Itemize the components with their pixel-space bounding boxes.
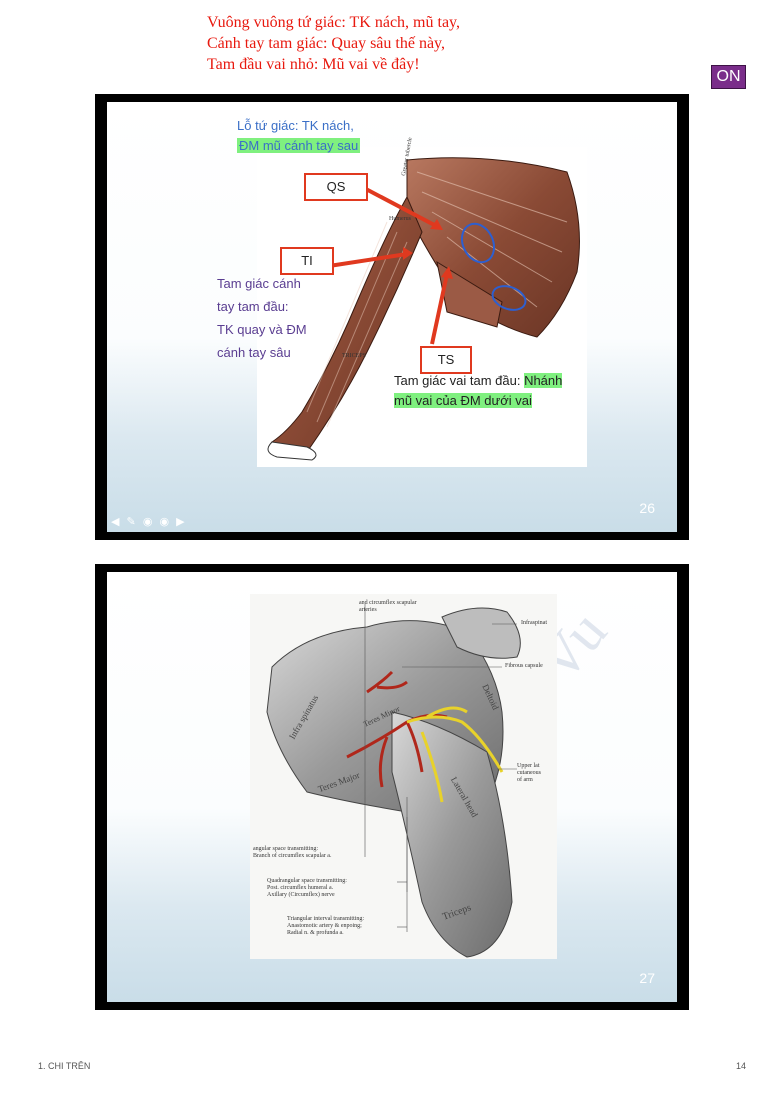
box-qs: QS [304,173,368,201]
label-fibrous: Fibrous capsule [505,663,543,669]
triangular-space-label: Tam giác vai tam đầu: Nhánh mũ vai của Đ… [394,371,563,411]
zoom-icon[interactable]: ◉ [159,516,172,528]
upper-lat-3: of arm [517,777,533,783]
purple-line-3: TK quay và ĐM [217,322,307,337]
triangular-interval-label: Tam giác cánh tay tam đầu: TK quay và ĐM… [217,272,307,364]
mnemonic-line-3: Tam đầu vai nhỏ: Mũ vai về đây! [207,56,420,73]
label-top: and circumflex scapular arteries [359,600,417,613]
slide-26: Vu [95,94,689,540]
label-triangular-space: angular space transmitting: Branch of ci… [253,846,331,860]
menu-icon[interactable]: ◉ [142,516,155,528]
quadrangular-line-1: Lỗ tứ giác: TK nách, [237,118,354,133]
label-triceps: TRICEPS [342,353,366,359]
shoulder-muscle-illustration: Greater tubercle Humerus TRICEPS [257,137,587,467]
tri-space-2: Branch of circumflex scapular a. [253,853,332,859]
quadrangular-line-2: ĐM mũ cánh tay sau [237,138,361,153]
mnemonic-verse: Vuông vuông tứ giác: TK nách, mũ tay, Cá… [207,12,460,75]
shoulder-posterior-illustration [250,594,557,959]
footer-page-number: 14 [736,1061,747,1071]
footer-section-title: 1. CHI TRÊN [38,1061,91,1071]
box-ts: TS [420,346,472,374]
purple-line-4: cánh tay sâu [217,345,291,360]
mnemonic-line-1: Vuông vuông tứ giác: TK nách, mũ tay, [207,14,460,31]
purple-line-2: tay tam đầu: [217,299,289,314]
quadrangular-space-label: Lỗ tứ giác: TK nách, ĐM mũ cánh tay sau [237,116,361,156]
ts-highlight-2: mũ vai của ĐM dưới vai [394,393,532,408]
upper-lat-1: Upper lat [517,763,540,769]
quad-1: Quadrangular space transmitting: [267,878,347,884]
upper-lat-2: cutaneous [517,770,541,776]
ts-text-part1: Tam giác vai tam đầu: [394,373,525,388]
interval-1: Triangular interval transmitting: [287,916,365,922]
on-badge[interactable]: ON [711,65,746,89]
slide-27-content: Vu [107,572,677,1002]
slide-number: 26 [639,500,655,516]
label-infraspinatus: Infraspinat [521,620,547,626]
pen-icon[interactable]: ✎ [126,516,138,528]
arrow-right-icon[interactable]: ▶ [176,516,187,528]
arrow-left-icon[interactable]: ◀ [111,516,122,528]
label-upper-lat: Upper lat cutaneous of arm [517,763,541,784]
label-interval: Triangular interval transmitting: Anasto… [287,916,364,937]
quad-3: Axillary (Circumflex) nerve [267,892,335,898]
label-humerus: Humerus [389,216,412,222]
slide-27: Vu [95,564,689,1010]
slide-26-content: Vu [107,102,677,532]
quad-2: Post. circumflex humeral a. [267,885,334,891]
tri-space-1: angular space transmitting: [253,846,318,852]
purple-line-1: Tam giác cánh [217,276,301,291]
ts-highlight-1: Nhánh [524,373,563,388]
label-quadrangular: Quadrangular space transmitting: Post. c… [267,878,347,899]
slide-number: 27 [639,970,655,986]
slide-nav-toolbar: ◀ ✎ ◉ ◉ ▶ [111,515,187,528]
mnemonic-line-2: Cánh tay tam giác: Quay sâu thế này, [207,35,445,52]
interval-3: Radial n. & profunda a. [287,930,344,936]
box-ti: TI [280,247,334,275]
interval-2: Anastomotic artery & enpoing; [287,923,362,929]
